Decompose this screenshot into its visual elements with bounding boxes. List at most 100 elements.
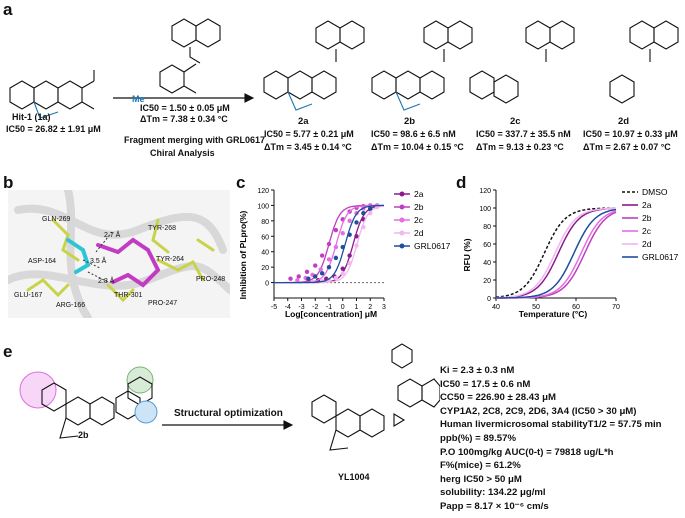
d-y-tick-label: 0 <box>487 296 491 303</box>
c-point-2d <box>354 243 359 248</box>
property-list: Ki = 2.3 ± 0.3 nM IC50 = 17.5 ± 0.6 nM C… <box>440 364 662 514</box>
c-x-tick-label: -3 <box>298 304 304 311</box>
e-left-name: 2b <box>78 430 89 440</box>
panel-label-a: a <box>3 0 13 19</box>
d-legend-label: 2c <box>642 226 652 236</box>
compound-name-2b: 2b <box>404 116 416 127</box>
d-legend-label: GRL0617 <box>642 252 679 262</box>
c-point-2d <box>368 210 373 216</box>
d-y-tick-label: 40 <box>483 260 491 267</box>
c-x-tick-label: -2 <box>312 304 318 311</box>
property-item: CC50 = 226.90 ± 28.43 μM <box>440 392 556 404</box>
panel-label-b: b <box>3 173 14 192</box>
compound-ic50-2d: IC50 = 10.97 ± 0.33 μM <box>583 129 678 139</box>
c-point-2c <box>318 267 323 272</box>
c-x-tick-label: -5 <box>271 304 277 311</box>
d-legend-label: 2b <box>642 213 652 223</box>
d-y-tick-label: 120 <box>479 188 491 195</box>
residue-pro248: PRO-248 <box>196 276 226 283</box>
c-y-axis-label: Inhibition of PLpro(%) <box>238 210 248 299</box>
c-legend-label: 2d <box>414 228 424 238</box>
property-item: Human livermicrosomal stabilityT1/2 = 57… <box>440 419 662 431</box>
hit-ring-1 <box>9 80 35 110</box>
distance-3: 2.8 Å <box>98 278 115 285</box>
c-x-tick-label: -4 <box>285 304 291 311</box>
c-point-2a <box>354 234 359 239</box>
d-y-axis-label: RFU (%) <box>462 238 472 271</box>
c-point-GRL0617 <box>313 274 318 279</box>
distance-1: 2.7 Å <box>104 232 121 239</box>
residue-tyr264: TYR-264 <box>156 256 185 263</box>
c-y-tick-label: 0 <box>265 281 269 288</box>
arrow-text-1: Fragment merging with GRL0617 <box>124 135 266 145</box>
c-point-2d <box>333 275 339 281</box>
c-point-2a <box>340 266 345 271</box>
residue-asp164: ASP-164 <box>28 258 57 265</box>
hit-ic50: IC50 = 26.82 ± 1.91 μM <box>6 124 101 134</box>
c-legend-label: 2c <box>414 215 424 225</box>
property-item: CYP1A2, 2C8, 2C9, 2D6, 3A4 (IC50 > 30 μM… <box>440 405 637 417</box>
c-y-tick-label: 80 <box>261 219 269 226</box>
c-point-GRL0617 <box>306 276 311 281</box>
d-curve-DMSO <box>495 207 616 298</box>
e-arrow-text: Structural optimization <box>174 408 283 419</box>
c-point-2b <box>326 241 332 247</box>
compound-name-2d: 2d <box>618 116 630 127</box>
residue-gln269: GLN-269 <box>42 216 71 223</box>
d-x-tick-label: 50 <box>532 304 540 311</box>
c-point-2c <box>295 278 300 283</box>
compound-name-2a: 2a <box>298 116 309 127</box>
c-point-GRL0617 <box>354 220 359 225</box>
c-point-2b <box>319 253 325 258</box>
d-y-tick-label: 20 <box>483 278 491 285</box>
fragment-dtm: ΔTm = 7.38 ± 0.34 °C <box>140 114 228 124</box>
c-y-tick-label: 120 <box>257 188 269 195</box>
c-point-GRL0617 <box>333 255 339 261</box>
hit-ring-3 <box>57 80 83 110</box>
d-y-tick-label: 100 <box>479 206 491 213</box>
c-legend-marker <box>399 217 405 223</box>
c-point-2b <box>304 269 310 274</box>
d-x-tick-label: 70 <box>612 304 620 311</box>
c-point-2d <box>347 261 352 266</box>
c-point-2b <box>288 276 293 281</box>
c-point-2c <box>326 257 332 262</box>
d-y-tick-label: 80 <box>483 224 491 231</box>
compound-name-2c: 2c <box>510 116 521 127</box>
distance-2: 3.5 Å <box>90 258 107 265</box>
c-x-tick-label: -1 <box>326 304 332 311</box>
c-point-GRL0617 <box>340 244 345 250</box>
c-x-tick-label: 0 <box>341 304 345 311</box>
property-item: IC50 = 17.5 ± 0.6 nM <box>440 378 531 390</box>
panel-e-structures <box>19 343 440 451</box>
c-x-axis-label: Log[concentration] μM <box>285 309 377 319</box>
compound-ic50-2c: IC50 = 337.7 ± 35.5 nM <box>476 129 571 139</box>
d-legend-label: 2a <box>642 200 652 210</box>
e-right-name: YL1004 <box>338 472 370 482</box>
c-point-GRL0617 <box>368 206 373 211</box>
c-point-2c <box>333 244 339 250</box>
c-point-2d <box>340 271 345 276</box>
c-y-tick-label: 100 <box>257 203 269 210</box>
d-x-tick-label: 60 <box>572 304 580 311</box>
compound-dtm-2d: ΔTm = 2.67 ± 0.07 °C <box>583 142 671 152</box>
residue-thr301: THR-301 <box>114 292 143 299</box>
fragment-ic50: IC50 = 1.50 ± 0.05 μM <box>140 103 230 113</box>
c-x-tick-label: 1 <box>355 304 359 311</box>
c-legend-marker <box>399 243 405 249</box>
c-curve-GRL0617 <box>274 204 384 284</box>
hit-name: Hit-1 (1a) <box>12 112 51 122</box>
d-y-tick-label: 60 <box>483 242 491 249</box>
c-legend-marker <box>399 204 405 210</box>
panel-label-e: e <box>3 342 13 361</box>
residue-tyr268: TYR-268 <box>148 225 177 232</box>
c-point-2d <box>361 224 366 230</box>
c-point-2c <box>340 231 345 236</box>
c-point-GRL0617 <box>319 271 325 276</box>
c-legend-label: 2a <box>414 189 424 199</box>
compound-dtm-2b: ΔTm = 10.04 ± 0.15 °C <box>371 142 464 152</box>
c-point-2b <box>333 227 339 233</box>
c-point-2b <box>296 274 301 279</box>
d-legend-label: DMSO <box>642 187 668 197</box>
d-curve-2d <box>496 207 616 299</box>
